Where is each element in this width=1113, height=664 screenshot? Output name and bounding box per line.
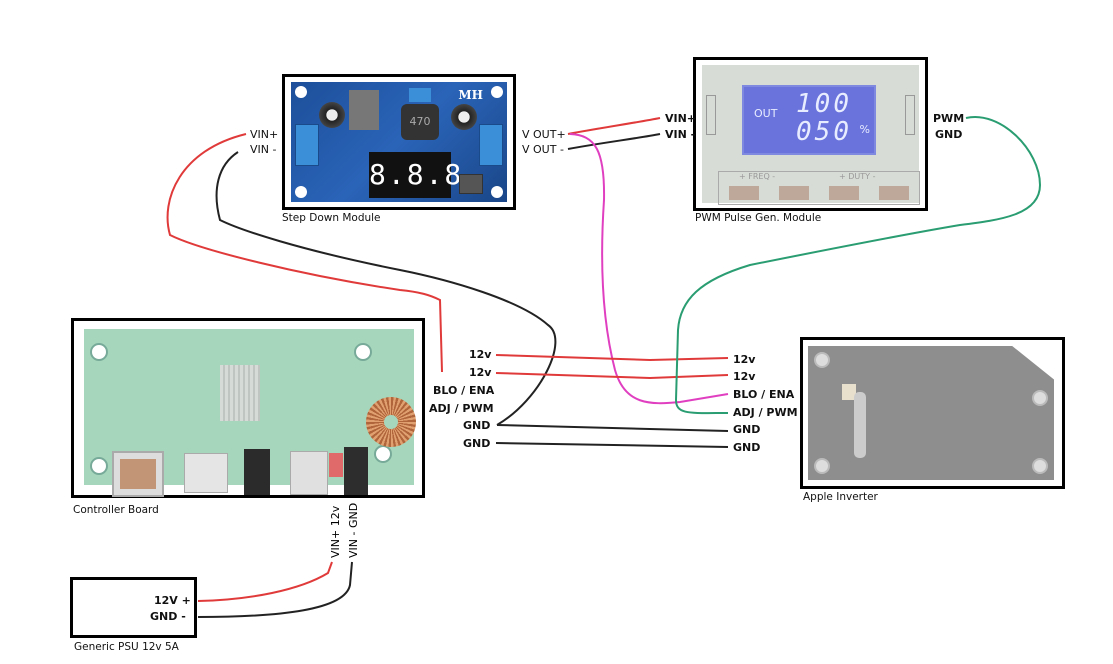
power-connector: [329, 453, 343, 477]
duty-label: + DUTY -: [839, 172, 876, 181]
dc-jack: [344, 447, 368, 495]
capacitor: [451, 104, 477, 130]
mount-hole: [814, 458, 830, 474]
stepdown-pin-vout-plus: V OUT+: [522, 128, 566, 141]
regulator-chip: [349, 90, 379, 130]
psu-caption: Generic PSU 12v 5A: [74, 641, 179, 653]
capacitor: [319, 102, 345, 128]
seven-segment-display: 8.8.8.: [369, 152, 480, 198]
psu-pin-gnd-minus: GND -: [150, 610, 186, 623]
brand-mark: MH: [458, 88, 483, 102]
stepdown-pin-vin-minus: VIN -: [250, 143, 277, 156]
step-down-pcb-image: 470 8.8.8. MH: [291, 82, 507, 202]
inverter-pin-blo-ena: BLO / ENA: [733, 388, 795, 401]
inverter-connector: [842, 384, 856, 400]
wire-gnd-2: [495, 442, 729, 448]
lcd-frequency-value: 100: [796, 89, 852, 119]
wire-stepdown-vout-plus-to-pwm-vin-plus: [567, 117, 661, 135]
inductor: 470: [401, 104, 439, 140]
inverter-pcb-image: [808, 346, 1054, 480]
controller-pcb-image: [84, 329, 416, 497]
step-down-caption: Step Down Module: [282, 212, 381, 224]
apple-inverter: [800, 337, 1065, 489]
freq-label: + FREQ -: [739, 172, 776, 181]
toroidal-coil: [366, 397, 416, 447]
wire-stepdown-vout-minus-to-pwm-vin-minus: [567, 133, 661, 150]
mount-hole: [90, 343, 108, 361]
mount-hole: [354, 343, 372, 361]
mount-hole: [295, 86, 307, 98]
inverter-label-sticker: [854, 392, 866, 458]
pwm-pin-gnd: GND: [935, 128, 963, 141]
controller-pin-gnd-1: GND: [463, 419, 491, 432]
pwm-pin-vin-plus: VIN+: [665, 112, 697, 125]
display-port-connector: [112, 451, 164, 497]
stepdown-pin-vin-plus: VIN+: [250, 128, 279, 141]
mount-hole: [1032, 458, 1048, 474]
heatsink: [220, 365, 260, 421]
audio-jack: [244, 449, 270, 495]
usb-port: [290, 451, 328, 495]
wire-gnd-1: [496, 424, 729, 432]
lcd-screen: OUT 100 050 %: [742, 85, 876, 155]
pwm-pcb-image: OUT 100 050 % + FREQ - + DUTY -: [702, 65, 920, 205]
inverter-pin-gnd-2: GND: [733, 441, 761, 454]
freq-plus-button: [729, 186, 759, 200]
controller-pin-adj-pwm: ADJ / PWM: [429, 402, 494, 415]
mount-hole: [295, 186, 307, 198]
controller-pin-gnd-2: GND: [463, 437, 491, 450]
mount-hole: [374, 445, 392, 463]
lcd-duty-value: 050: [796, 117, 852, 147]
pwm-module: OUT 100 050 % + FREQ - + DUTY -: [693, 57, 928, 211]
lcd-percent-unit: %: [859, 123, 870, 136]
pin-header-right: [905, 95, 915, 135]
pwm-pin-pwm: PWM: [933, 112, 965, 125]
inverter-caption: Apple Inverter: [803, 491, 878, 503]
controller-pin-12v-1: 12v: [469, 348, 492, 361]
pwm-pin-vin-minus: VIN -: [665, 128, 696, 141]
duty-plus-button: [829, 186, 859, 200]
psu-pin-12v-plus: 12V +: [154, 594, 191, 607]
tact-switch: [459, 174, 483, 194]
stepdown-pin-vout-minus: V OUT -: [522, 143, 564, 156]
controller-pin-12v-2: 12v: [469, 366, 492, 379]
hdmi-port: [184, 453, 228, 493]
controller-pin-vin-minus: VIN - GND: [347, 502, 360, 558]
wire-psu-gnd-to-controller-vin-minus: [197, 561, 353, 618]
input-terminal: [295, 124, 319, 166]
potentiometer: [409, 88, 431, 102]
step-down-module: 470 8.8.8. MH: [282, 74, 516, 210]
mount-hole: [491, 186, 503, 198]
inverter-pin-12v-1: 12v: [733, 353, 756, 366]
inverter-pin-gnd-1: GND: [733, 423, 761, 436]
freq-minus-button: [779, 186, 809, 200]
inverter-pin-12v-2: 12v: [733, 370, 756, 383]
wire-12v-2: [495, 372, 729, 380]
controller-board: [71, 318, 425, 498]
mount-hole: [814, 352, 830, 368]
pwm-caption: PWM Pulse Gen. Module: [695, 212, 822, 224]
mount-hole: [1032, 390, 1048, 406]
psu-box: [70, 577, 197, 638]
mount-hole: [491, 86, 503, 98]
controller-pin-vin-plus: VIN+ 12v: [329, 505, 342, 558]
wire-12v-1: [495, 354, 729, 362]
output-terminal: [479, 124, 503, 166]
controller-pin-blo-ena: BLO / ENA: [433, 384, 495, 397]
lcd-out-label: OUT: [754, 107, 778, 120]
controller-caption: Controller Board: [73, 504, 159, 516]
wire-psu-12v-to-controller-vin-plus: [197, 561, 333, 602]
mount-hole: [90, 457, 108, 475]
inverter-pin-adj-pwm: ADJ / PWM: [733, 406, 798, 419]
duty-minus-button: [879, 186, 909, 200]
button-panel: + FREQ - + DUTY -: [718, 171, 920, 205]
pin-header-left: [706, 95, 716, 135]
